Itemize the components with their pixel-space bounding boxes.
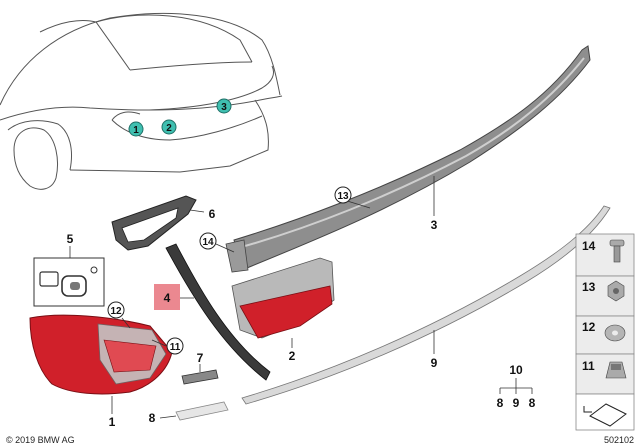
part-8-cover-strip [175, 401, 229, 421]
part-4-vertical-trim [165, 243, 271, 381]
part-label-12-callout: 12 [107, 301, 125, 319]
screw-icon [609, 239, 625, 263]
part-2-inner-lamp [231, 257, 335, 339]
vehicle-marker-2-label: 2 [166, 123, 172, 134]
part-label-9: 9 [431, 356, 438, 370]
group-10-breakdown: 8 9 8 [497, 378, 536, 410]
part-label-2: 2 [289, 349, 296, 363]
part-9-lower-strip [241, 205, 611, 405]
part-3-trim-strip [225, 45, 591, 273]
part-4-highlight-box [154, 284, 180, 310]
kit-symbol-icon [583, 403, 627, 427]
leader-lines [69, 176, 435, 419]
part-5-grommet-set [33, 257, 105, 307]
legend-label-12: 12 [582, 320, 596, 334]
clip-nut-icon [605, 361, 627, 379]
part-label-14: 14 [202, 237, 214, 248]
part-label-14-callout: 14 [199, 232, 217, 250]
part-label-13: 13 [337, 191, 349, 202]
hardware-legend: 14 13 12 11 [575, 233, 635, 431]
part-1-outer-lamp [29, 314, 173, 395]
part-label-12: 12 [110, 306, 122, 317]
vehicle-marker-2: 2 [161, 119, 177, 135]
legend-label-14: 14 [582, 239, 596, 253]
part-labels: 5 1 2 3 4 6 7 8 9 10 11 12 13 14 [67, 186, 523, 429]
part-label-11-callout: 11 [166, 337, 184, 355]
part-label-6: 6 [209, 207, 216, 221]
part-label-13-callout: 13 [334, 186, 352, 204]
part-label-1: 1 [109, 415, 116, 429]
vehicle-marker-3: 3 [216, 98, 232, 114]
part-label-10: 10 [509, 363, 523, 377]
vehicle-marker-3-label: 3 [221, 102, 227, 113]
part-label-5: 5 [67, 232, 74, 246]
part-label-4: 4 [164, 291, 171, 305]
group-10-item-2: 9 [513, 396, 520, 410]
part-7-bracket [181, 369, 219, 385]
copyright-text: © 2019 BMW AG [6, 435, 75, 445]
diagram-number: 502102 [604, 435, 634, 445]
part-label-7: 7 [197, 351, 204, 365]
part-label-11: 11 [170, 342, 181, 353]
vehicle-marker-1-label: 1 [133, 125, 139, 136]
vehicle-outline [0, 12, 283, 190]
legend-label-13: 13 [582, 280, 596, 294]
part-label-8: 8 [149, 411, 156, 425]
washer-icon [604, 324, 626, 342]
vehicle-markers: 1 2 3 [128, 98, 232, 137]
legend-label-11: 11 [582, 359, 595, 373]
part-label-3: 3 [431, 218, 438, 232]
vehicle-marker-1: 1 [128, 121, 144, 137]
group-10-item-1: 8 [497, 396, 504, 410]
part-6-gasket [111, 195, 197, 251]
group-10-item-3: 8 [529, 396, 536, 410]
nut-icon [607, 280, 625, 302]
